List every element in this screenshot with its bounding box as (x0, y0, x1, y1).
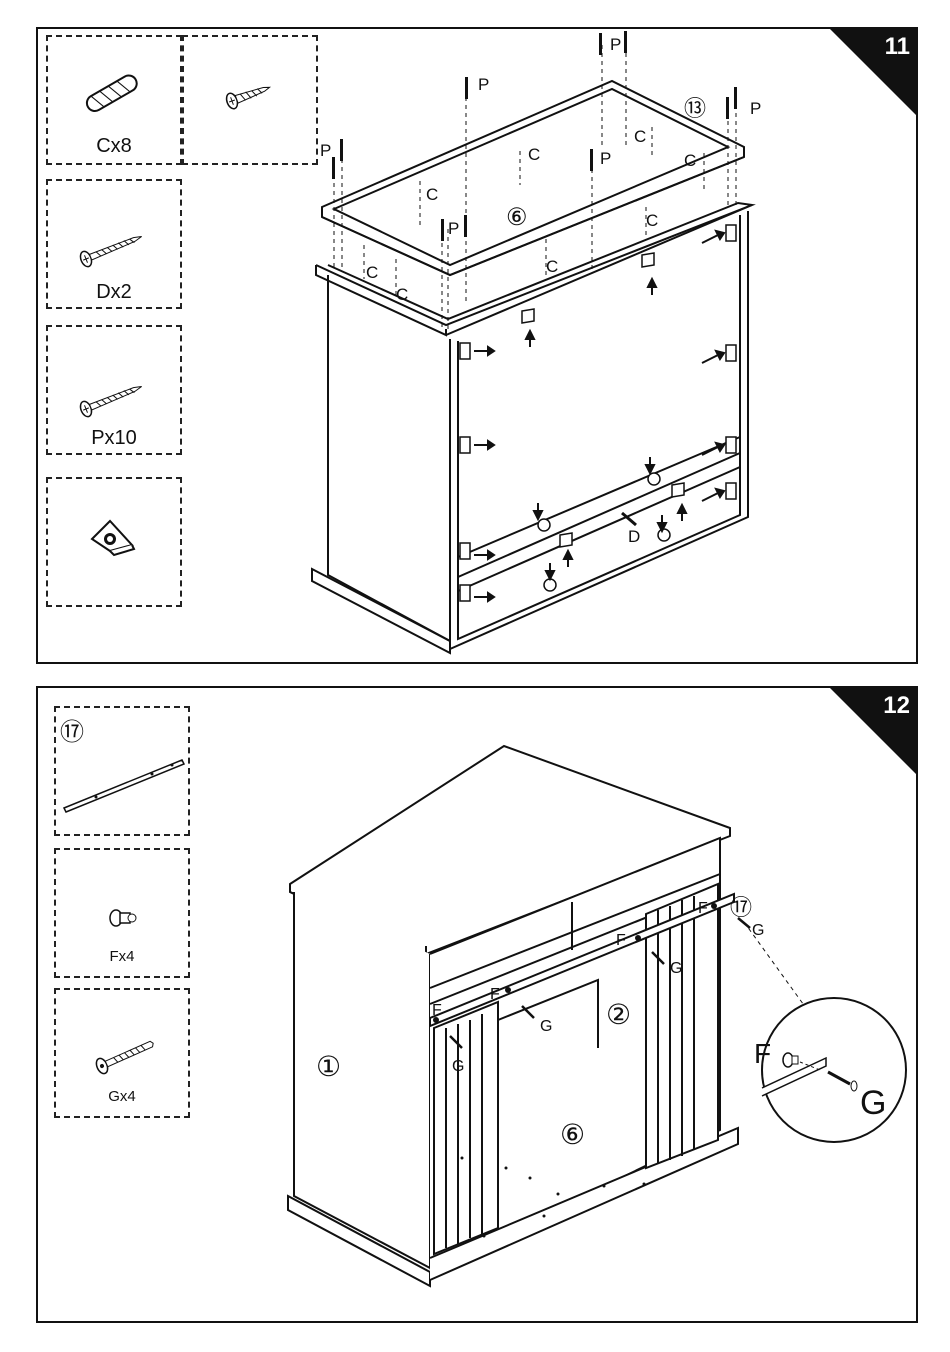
dowel-c-label: C (684, 151, 696, 171)
step-number-badge: 11 (828, 27, 918, 117)
part-box-short-screw (182, 35, 318, 165)
screw-d-label: D (628, 527, 640, 547)
rail-icon (56, 708, 192, 838)
step-number: 12 (883, 692, 910, 720)
bolt-g-label: G (752, 922, 764, 940)
part-label-d: Dx2 (48, 281, 180, 304)
bolt-f-label: F (432, 1002, 442, 1020)
part-box-dowel: Cx8 (46, 35, 182, 165)
step-number: 11 (885, 33, 910, 61)
part-box-cam (46, 477, 182, 607)
dowel-c-label: C (426, 185, 438, 205)
part-box-rail: ⑰ (54, 706, 190, 836)
part-box-bolt-f: Fx4 (54, 848, 190, 978)
zoom-bolt-f-label: F (754, 1038, 771, 1070)
dowel-c-label: C (634, 127, 646, 147)
dowel-c-label: C (396, 285, 408, 305)
part-6-callout: ⑥ (560, 1118, 585, 1151)
dowel-c-label: C (528, 145, 540, 165)
part-1-callout: ① (316, 1050, 341, 1083)
screw-p-label: P (750, 99, 761, 119)
part-label-f: Fx4 (56, 948, 188, 965)
bolt-f-label: F (698, 900, 708, 918)
part-label-g: Gx4 (56, 1088, 188, 1105)
dowel-c-label: C (546, 257, 558, 277)
zoom-bolt-g-label: G (860, 1084, 886, 1123)
part-label-p: Px10 (48, 427, 180, 450)
screw-p-label: P (600, 149, 611, 169)
bolt-g-label: G (452, 1058, 464, 1076)
part-label-c: Cx8 (48, 135, 180, 158)
step-12-panel: 12 ⑰ Fx4 Gx4 (36, 686, 918, 1323)
part-box-screw-p: Px10 (46, 325, 182, 455)
bolt-g-label: G (670, 960, 682, 978)
cam-fitting-icon (48, 479, 184, 609)
step-11-panel: 11 Cx8 (36, 27, 918, 664)
part-6-callout: ⑥ (506, 203, 528, 232)
part-13-callout: ⑬ (684, 91, 706, 123)
bolt-f-label: F (490, 986, 500, 1004)
part-17-callout: ⑰ (730, 890, 752, 922)
dowel-c-label: C (366, 263, 378, 283)
bolt-f-label: F (616, 932, 626, 950)
screw-p-label: P (320, 141, 331, 161)
screw-p-label: P (478, 75, 489, 95)
part-2-callout: ② (606, 998, 631, 1031)
bolt-g-label: G (540, 1018, 552, 1036)
screw-p-label: P (448, 219, 459, 239)
part-box-bolt-g: Gx4 (54, 988, 190, 1118)
short-screw-icon (184, 37, 320, 167)
step-number-badge: 12 (828, 686, 918, 776)
dowel-c-label: C (646, 211, 658, 231)
part-box-screw-d: Dx2 (46, 179, 182, 309)
screw-p-label: P (610, 35, 621, 55)
